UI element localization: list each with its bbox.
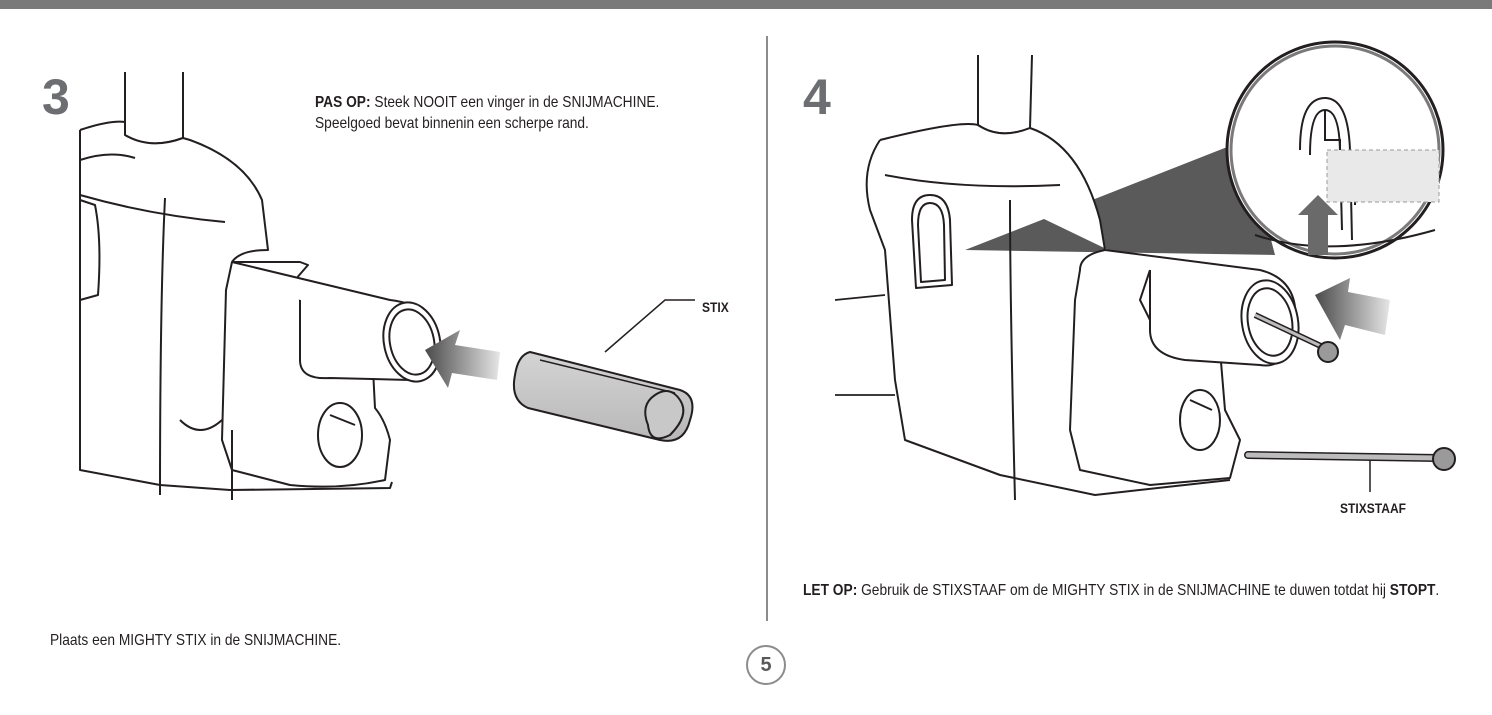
- step-3-warning-label: PAS OP:: [315, 94, 371, 111]
- column-divider: [766, 36, 768, 621]
- step-4-illustration: [834, 40, 1456, 501]
- step-4-note-text-2: .: [1435, 582, 1440, 599]
- step-3-warning-text: Steek NOOIT een vinger in de SNIJMACHINE…: [315, 94, 660, 132]
- step-4-note-label: LET OP:: [803, 582, 858, 599]
- stix-callout: STIX: [702, 299, 729, 315]
- step-3-illustration: [79, 72, 695, 500]
- step-4-number: 4: [803, 69, 831, 125]
- stixstaaf-callout: STIXSTAAF: [1340, 500, 1407, 516]
- step-3-number: 3: [42, 69, 70, 125]
- step-4-note: LET OP: Gebruik de STIXSTAAF om de MIGHT…: [803, 580, 1439, 601]
- step-4-note-emphasis: STOPT: [1389, 582, 1436, 599]
- step-4-note-text-1: Gebruik de STIXSTAAF om de MIGHTY STIX i…: [857, 582, 1390, 599]
- page-number: 5: [746, 645, 786, 685]
- step-3-caption: Plaats een MIGHTY STIX in de SNIJMACHINE…: [50, 632, 342, 649]
- top-rule: [0, 0, 1492, 9]
- step-3-warning: PAS OP: Steek NOOIT een vinger in de SNI…: [315, 92, 693, 134]
